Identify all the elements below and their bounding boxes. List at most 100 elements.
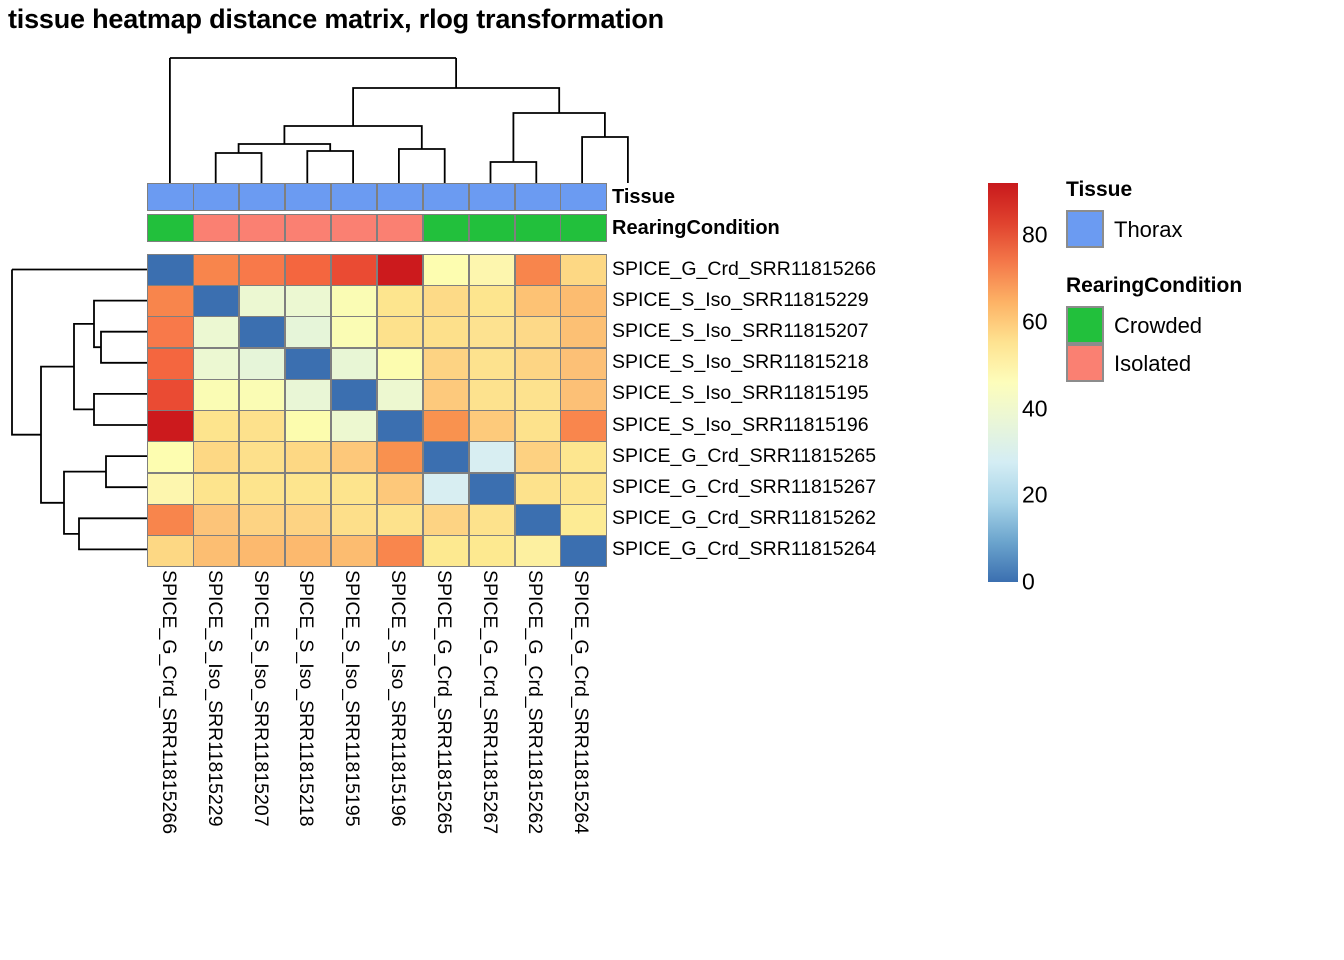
row-label: SPICE_G_Crd_SRR11815266 [612, 258, 877, 280]
heatmap-cell [515, 317, 561, 348]
heatmap-cell [331, 473, 377, 504]
colorbar-tick-label: 0 [1022, 568, 1035, 595]
heatmap-cell [377, 286, 423, 317]
heatmap-cell [377, 411, 423, 442]
heatmap-cell [193, 411, 239, 442]
heatmap-cell [423, 286, 469, 317]
heatmap-cell [193, 317, 239, 348]
heatmap-cell [515, 255, 561, 285]
heatmap-cell [148, 286, 193, 317]
heatmap-cell [193, 348, 239, 379]
heatmap-cell [239, 286, 285, 317]
column-label: SPICE_G_Crd_SRR11815267 [478, 570, 501, 835]
heatmap-cell [377, 536, 423, 566]
annotation-cell-rearing-condition [239, 215, 285, 241]
heatmap-cell [423, 317, 469, 348]
annotation-bar-rearing-condition [147, 214, 607, 242]
column-label: SPICE_S_Iso_SRR11815229 [203, 570, 226, 827]
row-label: SPICE_G_Crd_SRR11815267 [612, 475, 877, 498]
heatmap-cell [469, 473, 515, 504]
heatmap-cell [285, 473, 331, 504]
heatmap-cell [148, 317, 193, 348]
column-label: SPICE_S_Iso_SRR11815196 [387, 570, 409, 827]
legend-swatch [1066, 306, 1104, 344]
legend-title: Tissue [1066, 178, 1133, 201]
heatmap-cell [285, 348, 331, 379]
heatmap-cell [561, 442, 606, 473]
annotation-cell-rearing-condition [515, 215, 561, 241]
heatmap-cell [193, 536, 239, 566]
heatmap-cell [423, 473, 469, 504]
heatmap-cell [377, 317, 423, 348]
heatmap-cell [377, 442, 423, 473]
heatmap-cell [285, 255, 331, 285]
heatmap-cell [193, 473, 239, 504]
annotation-cell-rearing-condition [377, 215, 423, 241]
heatmap-cell [561, 317, 606, 348]
heatmap-cell [193, 255, 239, 285]
heatmap-cell [193, 442, 239, 473]
heatmap-cell [285, 536, 331, 566]
colorbar-tick-label: 80 [1022, 221, 1048, 248]
heatmap-cell [561, 536, 606, 566]
heatmap-cell [377, 379, 423, 410]
heatmap-cell [515, 411, 561, 442]
heatmap-cell [331, 348, 377, 379]
heatmap-cell [423, 348, 469, 379]
heatmap-cell [469, 442, 515, 473]
annotation-cell-tissue [515, 184, 561, 210]
legend-swatch [1066, 344, 1104, 382]
annotation-bar-tissue [147, 183, 607, 211]
heatmap-cell [285, 442, 331, 473]
colorbar-gradient [988, 183, 1018, 582]
heatmap-cell [561, 504, 606, 535]
heatmap-cell [331, 442, 377, 473]
colorbar-tick-label: 40 [1022, 395, 1048, 422]
column-label: SPICE_G_Crd_SRR11815264 [570, 570, 593, 835]
column-label: SPICE_S_Iso_SRR11815218 [295, 570, 318, 827]
heatmap-grid [147, 254, 607, 567]
heatmap-cell [469, 286, 515, 317]
heatmap-cell [377, 348, 423, 379]
heatmap-cell [331, 411, 377, 442]
heatmap-cell [423, 411, 469, 442]
annotation-cell-rearing-condition [561, 215, 606, 241]
annotation-cell-tissue [285, 184, 331, 210]
heatmap-cell [285, 379, 331, 410]
row-label: SPICE_G_Crd_SRR11815264 [612, 537, 877, 560]
heatmap-cell [193, 286, 239, 317]
heatmap-cell [239, 504, 285, 535]
row-label: SPICE_G_Crd_SRR11815262 [612, 506, 877, 529]
heatmap-cell [377, 504, 423, 535]
colorbar-tick-label: 60 [1022, 308, 1048, 335]
annotation-cell-tissue [148, 184, 193, 210]
row-dendrogram [11, 268, 147, 551]
heatmap-cell [561, 379, 606, 410]
heatmap-cell [331, 317, 377, 348]
heatmap-cell [239, 317, 285, 348]
annotation-cell-tissue [469, 184, 515, 210]
column-dendrogram [169, 57, 629, 183]
heatmap-cell [239, 442, 285, 473]
heatmap-cell [193, 504, 239, 535]
heatmap-cell [469, 317, 515, 348]
annotation-label-rearing-condition: RearingCondition [612, 217, 780, 239]
heatmap-cell [469, 504, 515, 535]
heatmap-cell [561, 411, 606, 442]
heatmap-cell [469, 379, 515, 410]
heatmap-cell [423, 536, 469, 566]
heatmap-cell [285, 286, 331, 317]
heatmap-cell [561, 473, 606, 504]
heatmap-cell [469, 411, 515, 442]
annotation-cell-tissue [423, 184, 469, 210]
heatmap-cell [469, 255, 515, 285]
annotation-cell-tissue [193, 184, 239, 210]
heatmap-cell [515, 348, 561, 379]
heatmap-cell [469, 348, 515, 379]
colorbar-tick-label: 20 [1022, 481, 1048, 508]
heatmap-cell [515, 536, 561, 566]
colorbar [988, 183, 1018, 582]
heatmap-cell [423, 379, 469, 410]
heatmap-cell [423, 255, 469, 285]
